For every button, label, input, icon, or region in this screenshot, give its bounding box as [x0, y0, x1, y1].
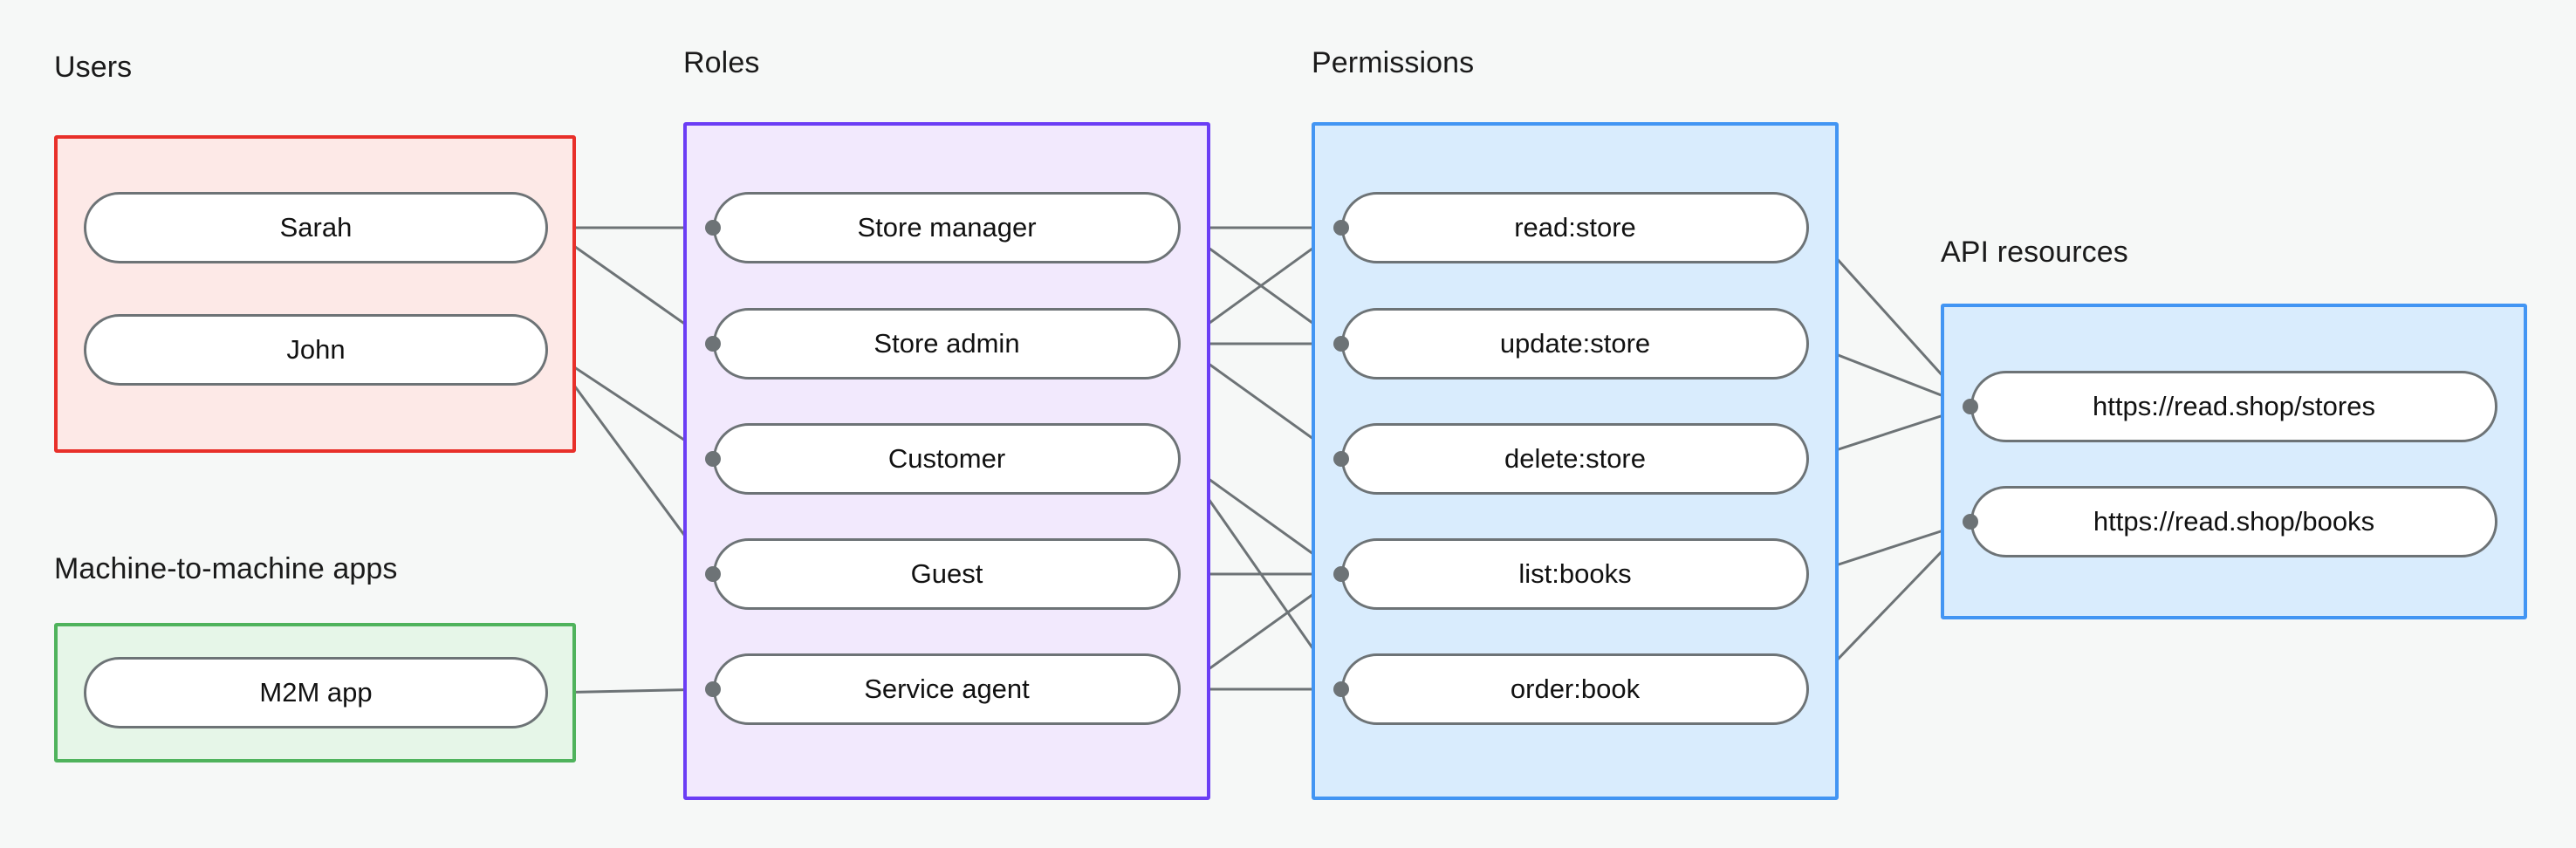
node-john[interactable]: John	[84, 314, 548, 386]
node-label-store-manager: Store manager	[857, 212, 1037, 243]
node-store-admin[interactable]: Store admin	[713, 308, 1181, 380]
node-label-store-admin: Store admin	[874, 328, 1020, 359]
connector-dot-order-book	[1333, 681, 1349, 697]
group-label-permissions: Permissions	[1312, 46, 1475, 79]
node-store-manager[interactable]: Store manager	[713, 192, 1181, 263]
group-label-users: Users	[54, 51, 133, 84]
node-read-store[interactable]: read:store	[1341, 192, 1809, 263]
connector-dot-update-store	[1333, 336, 1349, 352]
node-service-agent[interactable]: Service agent	[713, 653, 1181, 725]
node-sarah[interactable]: Sarah	[84, 192, 548, 263]
node-label-john: John	[286, 334, 346, 365]
node-label-res-books: https://read.shop/books	[2093, 506, 2375, 537]
node-label-sarah: Sarah	[279, 212, 353, 243]
node-res-books[interactable]: https://read.shop/books	[1970, 486, 2497, 557]
connector-dot-list-books	[1333, 566, 1349, 582]
connector-dot-guest	[705, 566, 721, 582]
connector-dot-delete-store	[1333, 451, 1349, 467]
node-label-service-agent: Service agent	[864, 674, 1030, 704]
group-label-roles: Roles	[683, 46, 760, 79]
connector-dot-customer	[705, 451, 721, 467]
group-label-m2m: Machine-to-machine apps	[54, 552, 398, 585]
connector-dot-read-store	[1333, 220, 1349, 236]
group-box-users	[54, 135, 576, 453]
node-label-guest: Guest	[910, 558, 983, 589]
node-label-list-books: list:books	[1518, 558, 1632, 589]
node-label-customer: Customer	[887, 443, 1006, 474]
node-res-stores[interactable]: https://read.shop/stores	[1970, 371, 2497, 442]
node-order-book[interactable]: order:book	[1341, 653, 1809, 725]
group-label-api-resources: API resources	[1941, 236, 2128, 269]
node-label-order-book: order:book	[1510, 674, 1641, 704]
connector-dot-store-manager	[705, 220, 721, 236]
group-box-api-resources	[1941, 304, 2527, 619]
connector-dot-store-admin	[705, 336, 721, 352]
node-m2mapp[interactable]: M2M app	[84, 657, 548, 728]
node-label-res-stores: https://read.shop/stores	[2093, 391, 2375, 421]
connector-dot-service-agent	[705, 681, 721, 697]
node-label-update-store: update:store	[1499, 328, 1651, 359]
node-update-store[interactable]: update:store	[1341, 308, 1809, 380]
node-guest[interactable]: Guest	[713, 538, 1181, 610]
node-customer[interactable]: Customer	[713, 423, 1181, 495]
connector-dot-res-books	[1963, 514, 1978, 530]
node-label-read-store: read:store	[1514, 212, 1636, 243]
node-label-delete-store: delete:store	[1504, 443, 1646, 474]
node-list-books[interactable]: list:books	[1341, 538, 1809, 610]
connector-dot-res-stores	[1963, 399, 1978, 414]
node-delete-store[interactable]: delete:store	[1341, 423, 1809, 495]
node-label-m2mapp: M2M app	[259, 677, 373, 708]
